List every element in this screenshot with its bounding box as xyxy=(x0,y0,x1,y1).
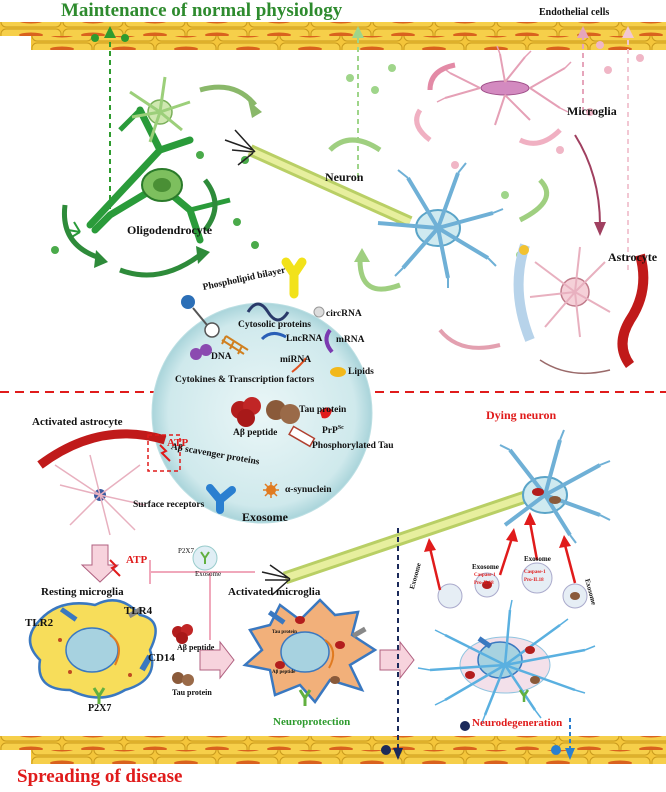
exosome-label: Exosome xyxy=(242,510,288,524)
cytokines-label: Cytokines & Transcription factors xyxy=(175,375,315,385)
caspase-label-1: Caspase-1 xyxy=(474,573,496,578)
exosome-arrow-2: Exosome xyxy=(472,563,499,571)
abeta-inside-label: Aβ peptide xyxy=(272,670,296,675)
prp-superscript: Sc xyxy=(337,425,344,431)
synuclein-label: α-synuclein xyxy=(285,485,332,495)
astrocyte-cell xyxy=(529,246,611,338)
p2x7-label: P2X7 xyxy=(88,703,112,714)
surface-receptors-label: Surface receptors xyxy=(133,500,205,510)
astrocyte-label: Astrocyte xyxy=(608,250,658,264)
resting-microglia-label: Resting microglia xyxy=(41,586,124,598)
activated-microglia-label: Activated microglia xyxy=(228,586,321,598)
mrna-label: mRNA xyxy=(336,335,365,345)
abeta-peptide-label: Aβ peptide xyxy=(177,643,215,652)
neurodegenerative-microglia-cell xyxy=(417,599,596,726)
ptau-label: Phosphorylated Tau xyxy=(312,441,394,451)
top-title: Maintenance of normal physiology xyxy=(61,0,343,21)
caspase-label-2: Caspase-1 xyxy=(524,570,546,575)
bottom-vessel xyxy=(0,736,666,764)
exosome-sphere xyxy=(151,302,373,524)
neurodegeneration-label: Neurodegeneration xyxy=(472,717,563,729)
dying-neuron-cell xyxy=(499,429,611,544)
activated-astrocyte-label: Activated astrocyte xyxy=(32,416,123,428)
neuroprotection-label: Neuroprotection xyxy=(273,716,351,728)
prp-label: PrPSc xyxy=(322,425,344,436)
oligodendrocyte-label: Oligodendrocyte xyxy=(127,223,213,237)
circrna-label: circRNA xyxy=(326,309,362,319)
il18-label-2: Pro-IL18 xyxy=(524,578,544,583)
bottom-title: Spreading of disease xyxy=(17,766,183,787)
microglia-cell xyxy=(436,45,572,126)
cytosolic-label: Cytosolic proteins xyxy=(238,320,311,330)
tau-protein-label: Tau protein xyxy=(172,688,212,697)
il18-label-1: Pro-IL18 xyxy=(474,581,494,586)
abeta-label: Aβ peptide xyxy=(233,428,278,438)
cd14-label: CD14 xyxy=(148,652,175,664)
endothelial-label: Endothelial cells xyxy=(539,7,610,18)
resting-microglia-cell xyxy=(28,599,157,704)
exosome-small-label: Exosome xyxy=(195,570,222,578)
neuron-cell xyxy=(377,162,504,288)
oligodendrocyte-cell xyxy=(67,106,231,244)
neurodegeneration-exosomes xyxy=(424,512,588,609)
activated-microglia-cell xyxy=(242,598,378,706)
prp-text: PrP xyxy=(322,426,338,437)
p2x7-small-label: P2X7 xyxy=(178,547,194,555)
lncrna-label: LncRNA xyxy=(286,334,323,344)
dna-label: DNA xyxy=(211,352,232,362)
atp-label-1: ATP xyxy=(167,437,189,449)
top-glia-cell xyxy=(129,76,191,143)
exosome-arrow-3: Exosome xyxy=(524,555,551,563)
tlr2-label: TLR2 xyxy=(25,617,54,629)
top-vessel xyxy=(0,22,666,50)
tau-inside-label: Tau protein xyxy=(272,630,297,635)
tau-label: Tau protein xyxy=(299,405,347,415)
activated-astrocyte-cell xyxy=(37,429,167,536)
neuron-label: Neuron xyxy=(325,170,364,184)
tlr4-label: TLR4 xyxy=(124,605,153,617)
microglia-label: Microglia xyxy=(567,104,617,118)
atp-label-2: ATP xyxy=(126,554,148,566)
exosome-contents xyxy=(181,257,346,514)
mirna-label: miRNA xyxy=(280,355,312,365)
dying-neuron-label: Dying neuron xyxy=(486,408,557,422)
lipids-label: Lipids xyxy=(348,367,374,377)
